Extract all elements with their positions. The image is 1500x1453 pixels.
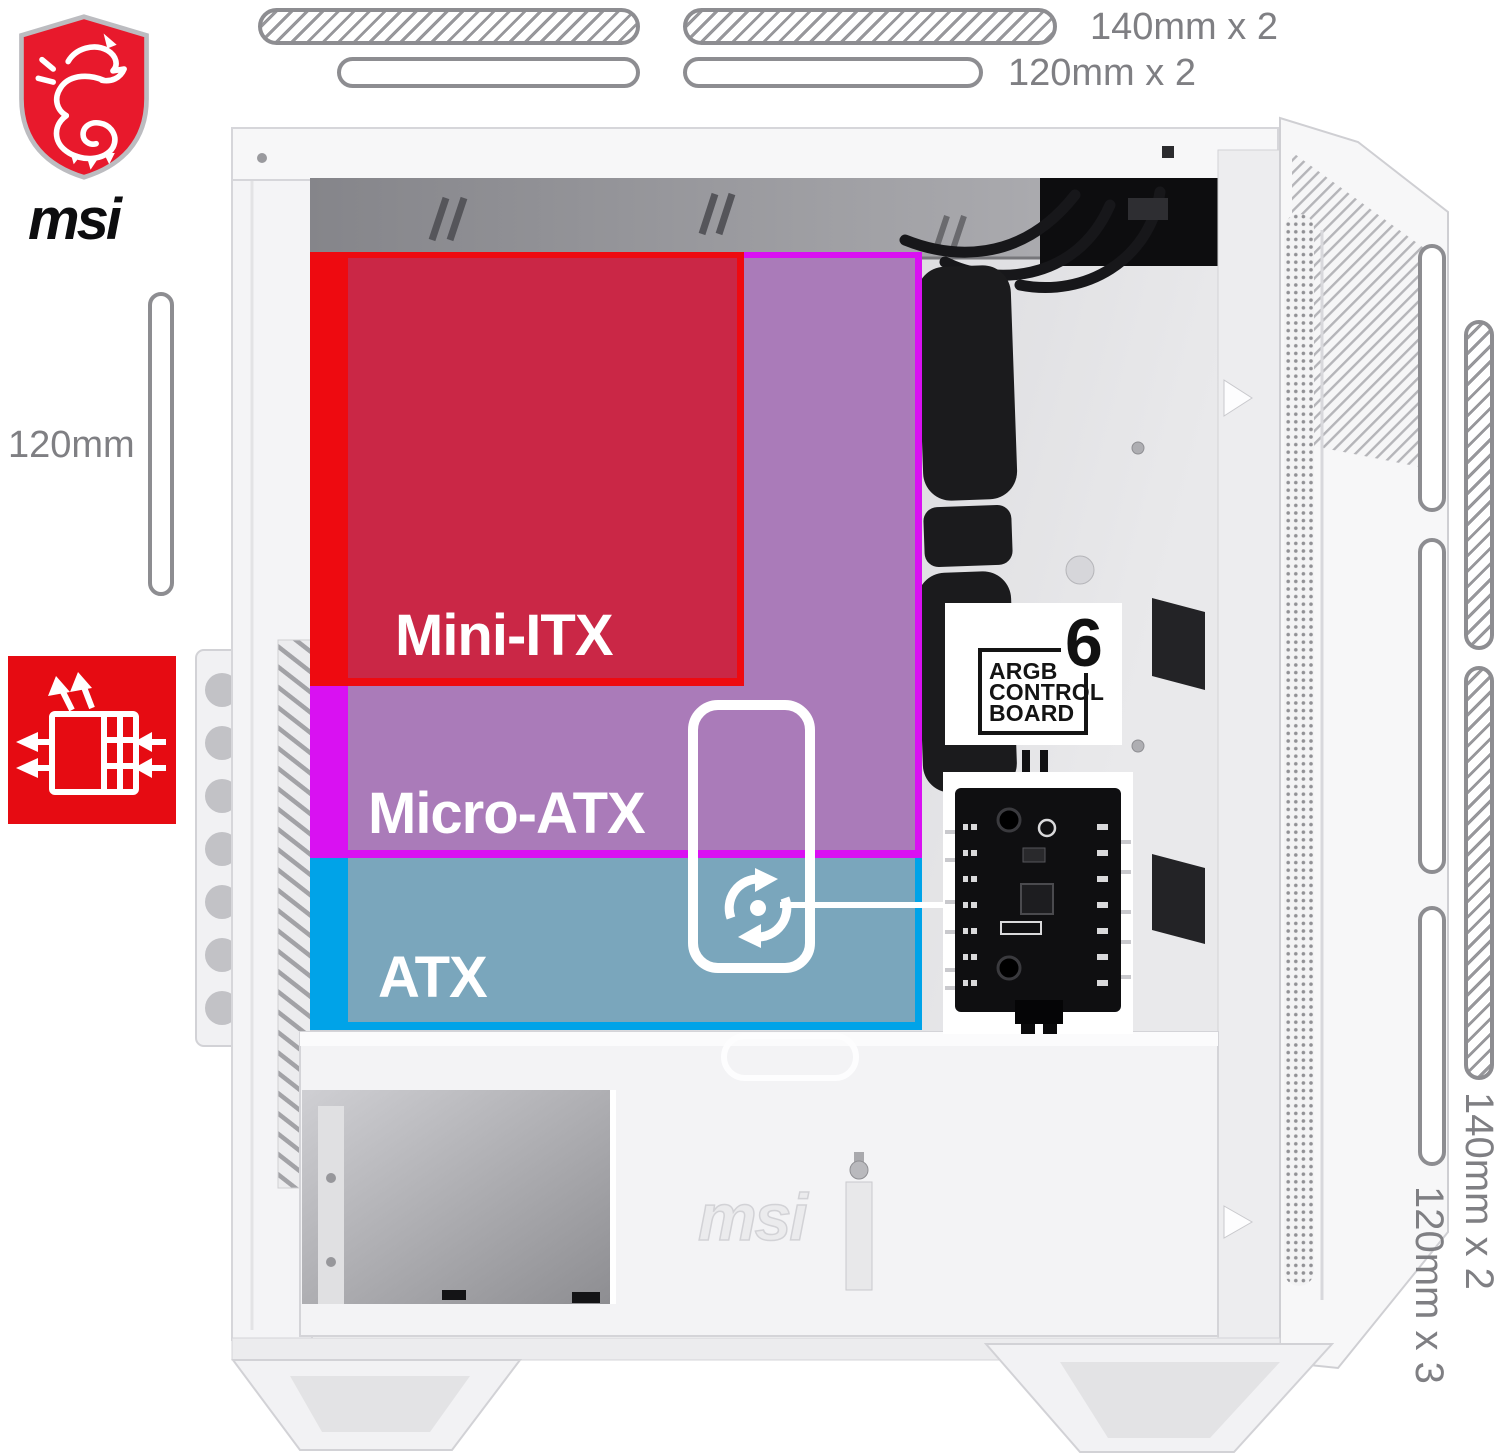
msi-shield-logo: [19, 14, 149, 180]
front-pillar: [1217, 149, 1281, 1359]
argb-line-1: ARGB: [989, 658, 1058, 684]
shroud-handle: [721, 1033, 859, 1081]
msi-dragon-icon: [35, 44, 127, 162]
front-fan-slot-120mm: [1418, 906, 1446, 1166]
top-fan-label-120: 120mm x 2: [1008, 52, 1196, 94]
psu-opening: [302, 1090, 616, 1304]
zone-label-micro-atx: Micro-ATX: [368, 781, 646, 846]
front-fan-slot-140mm: [1464, 320, 1494, 650]
airflow-arrows: [16, 672, 152, 778]
pcb-header-pin: [1040, 750, 1048, 786]
cable-recess: [899, 178, 1218, 294]
argb-line-2: CONTROL: [989, 679, 1105, 705]
gpu-support-bracket: [845, 1181, 873, 1291]
front-panel: [1223, 116, 1449, 1370]
front-fan-label-140: 140mm x 2: [1457, 1092, 1500, 1290]
gpu-slot-highlight-outline: [688, 700, 815, 973]
embossed-msi-logo: msi: [698, 1180, 809, 1254]
argb-pcb-photo: [943, 772, 1133, 1034]
callout-connector-line: [780, 902, 948, 908]
zone-label-atx: ATX: [378, 945, 488, 1010]
argb-control-board-card: ARGB CONTROL BOARD 6: [945, 603, 1122, 745]
top-panel: [231, 127, 1279, 181]
rotate-sync-icon: [724, 868, 792, 948]
msi-wordmark: msi: [28, 187, 122, 252]
front-fan-slot-120mm: [1418, 244, 1446, 512]
rear-fan-label-120: 120mm: [8, 424, 135, 466]
top-fan-label-140: 140mm x 2: [1090, 6, 1278, 48]
argb-label-box: ARGB CONTROL BOARD: [978, 648, 1105, 735]
front-fan-slot-140mm: [1464, 666, 1494, 1080]
front-vent-perforation: [1284, 214, 1314, 1286]
rear-fan-slot-120mm: [148, 292, 174, 596]
front-mesh-hatch: [1292, 152, 1446, 472]
zone-mini-itx: [310, 252, 744, 686]
top-fan-slot-140mm: [683, 8, 1057, 45]
argb-port-count-badge: 6: [1061, 609, 1107, 677]
front-fan-slot-120mm: [1418, 538, 1446, 874]
top-fan-slot-120mm: [337, 57, 640, 88]
zone-label-mini-itx: Mini-ITX: [395, 603, 614, 668]
argb-line-3: BOARD: [989, 700, 1075, 726]
airflow-direction-icon: [8, 656, 176, 824]
front-fan-label-120: 120mm x 3: [1407, 1186, 1451, 1384]
psu-shroud: msi: [299, 1031, 1219, 1337]
top-fan-slot-140mm: [258, 8, 640, 45]
top-fan-slot-120mm: [683, 57, 983, 88]
case-base-and-feet: [231, 1337, 1335, 1453]
pcb-header-pin: [1022, 750, 1030, 786]
